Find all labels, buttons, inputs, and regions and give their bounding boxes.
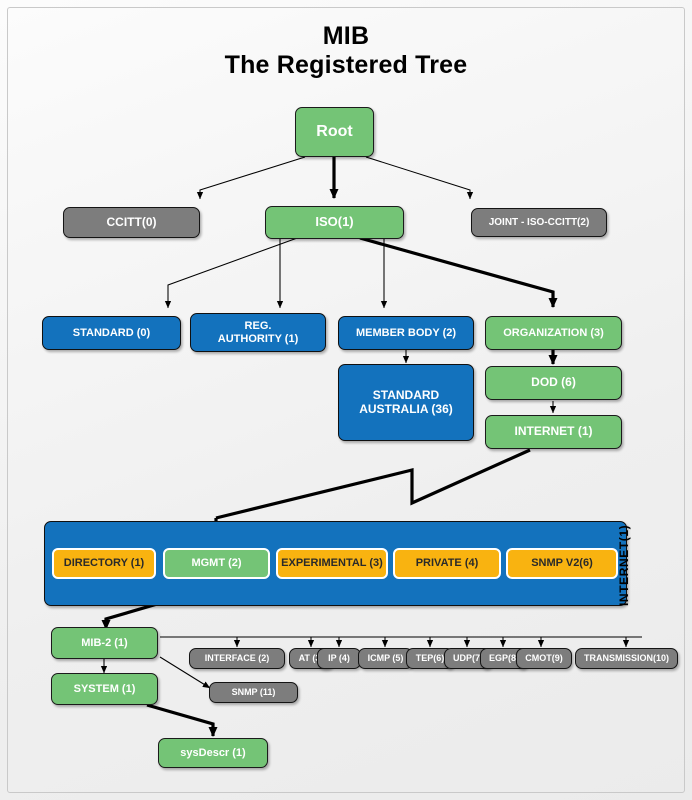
node-member-body-label: MEMBER BODY (2)	[355, 326, 457, 339]
node-dod[interactable]: DOD (6)	[485, 366, 622, 400]
node-leaf-interface[interactable]: INTERFACE (2)	[189, 648, 285, 669]
node-organization[interactable]: ORGANIZATION (3)	[485, 316, 622, 350]
node-leaf-at-label: AT (3)	[298, 653, 324, 664]
node-standard[interactable]: STANDARD (0)	[42, 316, 181, 350]
internet-group-label: INTERNET(1)	[617, 524, 631, 606]
node-sysdescr[interactable]: sysDescr (1)	[158, 738, 268, 768]
node-system-label: SYSTEM (1)	[73, 682, 136, 695]
edge-system-sysdescr	[146, 703, 218, 738]
node-leaf-udp-label: UDP(7)	[452, 653, 483, 664]
node-member-body[interactable]: MEMBER BODY (2)	[338, 316, 474, 350]
node-dod-label: DOD (6)	[531, 375, 576, 390]
node-reg-authority-label-line-1: REG.	[244, 319, 272, 332]
node-sysdescr-label: sysDescr (1)	[180, 746, 246, 759]
node-leaf-interface-label: INTERFACE (2)	[204, 653, 270, 664]
node-snmp-v2-label: SNMP V2(6)	[531, 557, 593, 570]
node-directory[interactable]: DIRECTORY (1)	[52, 548, 156, 579]
node-standard-australia[interactable]: STANDARD AUSTRALIA (36)	[338, 364, 474, 441]
node-mib-2[interactable]: MIB-2 (1)	[51, 627, 158, 659]
node-experimental-label: EXPERIMENTAL (3)	[281, 557, 383, 570]
node-internet[interactable]: INTERNET (1)	[485, 415, 622, 449]
node-leaf-transmission[interactable]: TRANSMISSION(10)	[575, 648, 678, 669]
node-leaf-icmp-label: ICMP (5)	[367, 653, 404, 664]
node-leaf-ip[interactable]: IP (4)	[317, 648, 361, 669]
node-leaf-ip-label: IP (4)	[328, 653, 350, 664]
edge-iso-standard	[164, 236, 301, 309]
node-leaf-egp-label: EGP(8)	[488, 653, 519, 664]
node-organization-label: ORGANIZATION (3)	[503, 326, 604, 339]
node-snmp-11-label: SNMP (11)	[231, 687, 276, 698]
node-ccitt-label: CCITT(0)	[106, 214, 157, 229]
node-mib-2-label: MIB-2 (1)	[81, 636, 128, 649]
edge-mib2-snmp11	[159, 656, 211, 689]
node-directory-label: DIRECTORY (1)	[63, 557, 145, 570]
node-standard-australia-label-line-2: AUSTRALIA (36)	[359, 401, 453, 416]
node-root[interactable]: Root	[295, 107, 374, 157]
node-mgmt-label: MGMT (2)	[191, 557, 242, 570]
node-joint-iso-ccitt-label: JOINT - ISO-CCITT(2)	[488, 216, 590, 228]
page-title-line-2: The Registered Tree	[224, 51, 468, 79]
node-leaf-icmp[interactable]: ICMP (5)	[358, 648, 413, 669]
edge-root-ccitt	[196, 156, 306, 200]
node-iso[interactable]: ISO(1)	[265, 206, 404, 239]
node-root-label: Root	[316, 122, 353, 140]
edge-internet-group	[215, 448, 531, 520]
node-leaf-tep-label: TEP(6)	[415, 653, 445, 664]
node-private[interactable]: PRIVATE (4)	[393, 548, 501, 579]
node-standard-australia-label-line-1: STANDARD	[372, 387, 440, 402]
node-mgmt[interactable]: MGMT (2)	[163, 548, 270, 579]
node-reg-authority[interactable]: REG. AUTHORITY (1)	[190, 313, 326, 352]
page-title: MIB The Registered Tree	[0, 22, 692, 80]
node-leaf-cmot[interactable]: CMOT(9)	[516, 648, 572, 669]
edge-iso-organization	[359, 236, 558, 309]
node-private-label: PRIVATE (4)	[415, 557, 479, 570]
node-system[interactable]: SYSTEM (1)	[51, 673, 158, 705]
node-ccitt[interactable]: CCITT(0)	[63, 207, 200, 238]
node-leaf-transmission-label: TRANSMISSION(10)	[583, 653, 669, 664]
node-joint-iso-ccitt[interactable]: JOINT - ISO-CCITT(2)	[471, 208, 607, 237]
node-experimental[interactable]: EXPERIMENTAL (3)	[276, 548, 388, 579]
node-iso-label: ISO(1)	[315, 214, 354, 230]
node-reg-authority-label-line-2: AUTHORITY (1)	[217, 332, 299, 345]
edge-root-joint	[365, 156, 474, 200]
node-internet-label: INTERNET (1)	[514, 424, 593, 439]
node-leaf-cmot-label: CMOT(9)	[525, 653, 563, 664]
page-title-line-1: MIB	[322, 22, 370, 50]
node-snmp-v2[interactable]: SNMP V2(6)	[506, 548, 618, 579]
node-snmp-11[interactable]: SNMP (11)	[209, 682, 298, 703]
node-standard-label: STANDARD (0)	[72, 326, 151, 339]
